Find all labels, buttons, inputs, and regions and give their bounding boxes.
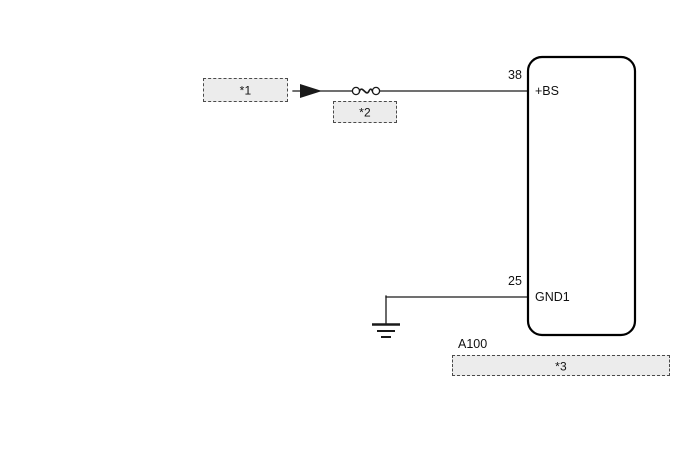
terminal-name-bs: +BS [535,84,559,98]
reference-label-connector-note: *3 [555,359,567,373]
terminal-name-gnd1: GND1 [535,290,570,304]
arrow-right-icon [300,84,322,98]
reference-label-fuse: *2 [359,105,371,120]
fuse-element [358,88,374,94]
ground-wire-group [385,295,529,325]
pin-number-38: 38 [508,68,522,82]
ground-icon [372,323,400,338]
supply-wire-group [292,84,529,98]
reference-box-fuse: *2 [333,101,397,123]
pin-number-25: 25 [508,274,522,288]
reference-box-connector-note: *3 [452,355,670,376]
reference-label-source: *1 [239,83,252,98]
fuse-terminal-left [351,86,361,96]
fuse-terminal-right [371,86,381,96]
connector-body [526,55,637,337]
reference-box-source: *1 [203,78,288,102]
connector-id-label: A100 [458,337,488,351]
fuse-icon [351,86,381,96]
